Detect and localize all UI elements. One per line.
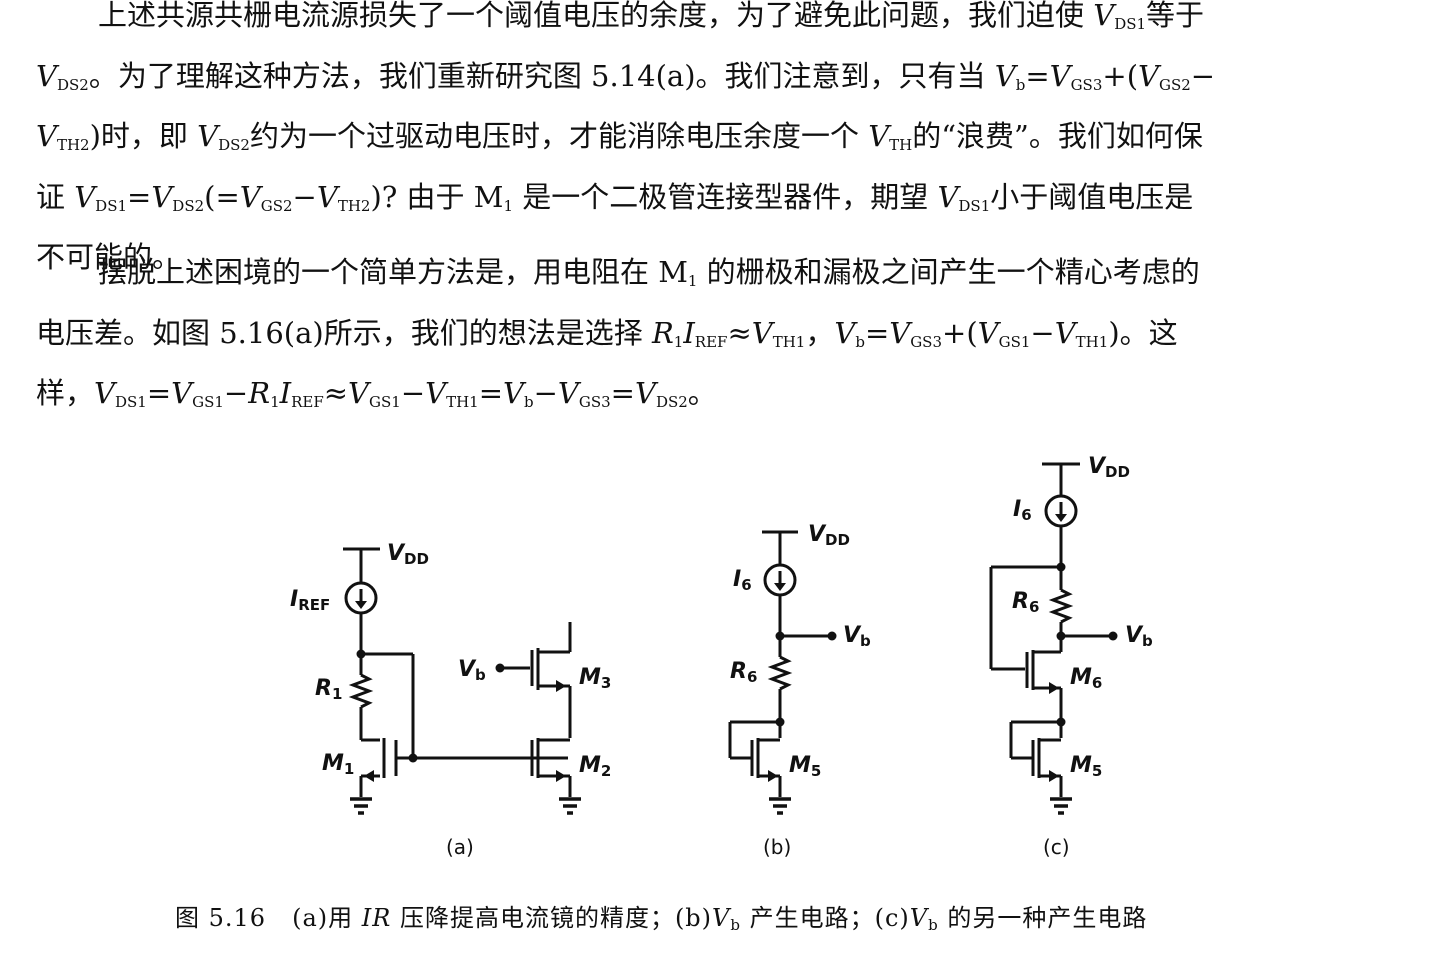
paragraph-1: 上述共源共栅电流源损失了一个阈值电压的余度，为了避免此问题，我们迫使 VDS1等…: [36, 0, 1426, 284]
label-a-m1: M1: [322, 751, 354, 778]
text-line: 证 VDS1=VDS2(=VGS2−VTH2)? 由于 M1 是一个二极管连接型…: [36, 179, 1194, 215]
resistor-r6-icon: [1048, 588, 1074, 624]
label-a-vb: Vb: [458, 657, 486, 684]
current-source-i6-icon: [1044, 494, 1078, 528]
label-c-r6: R6: [1012, 589, 1039, 616]
label-a-m3: M3: [579, 665, 611, 692]
label-c-i6: I6: [1013, 497, 1032, 524]
circuit-c: [989, 462, 1113, 815]
label-b-i6: I6: [733, 567, 752, 594]
caption-text: (a)用 IR 压降提高电流镜的精度；(b)Vb 产生电路；(c)Vb 的另一种…: [292, 904, 1148, 934]
text-line: 摆脱上述困境的一个简单方法是，用电阻在 M1 的栅极和漏极之间产生一个精心考虑的: [98, 255, 1200, 290]
circuit-a: [343, 547, 583, 815]
current-source-iref-icon: [344, 581, 378, 615]
label-c-vb: Vb: [1125, 623, 1153, 650]
text-line: VTH2)时，即 VDS2约为一个过驱动电压时，才能消除电压余度一个 VTH的“…: [36, 119, 1203, 154]
text-line: 不可能的。: [36, 240, 182, 274]
label-b-vdd: VDD: [808, 522, 850, 549]
label-b-r6: R6: [730, 659, 757, 686]
label-c-m6: M6: [1070, 665, 1102, 692]
label-c-vdd: VDD: [1088, 454, 1130, 481]
circuit-b: [728, 530, 832, 815]
paragraph-2: 摆脱上述困境的一个简单方法是，用电阻在 M1 的栅极和漏极之间产生一个精心考虑的…: [36, 247, 1426, 429]
label-a-vdd: VDD: [387, 541, 429, 568]
text-line: VDS2。为了理解这种方法，我们重新研究图 5.14(a)。我们注意到，只有当 …: [36, 58, 1216, 94]
label-a-m2: M2: [579, 753, 611, 780]
text-line: 上述共源共栅电流源损失了一个阈值电压的余度，为了避免此问题，我们迫使 VDS1等…: [98, 0, 1205, 33]
resistor-r6-icon: [767, 655, 793, 691]
text-line: 电压差。如图 5.16(a)所示，我们的想法是选择 R1IREF≈VTH1，Vb…: [36, 315, 1178, 351]
label-a-r1: R1: [315, 676, 342, 703]
sublabel-c: (c): [1043, 835, 1070, 859]
figure-caption: 图 5.16 (a)用 IR 压降提高电流镜的精度；(b)Vb 产生电路；(c)V…: [175, 898, 1147, 934]
label-b-m5: M5: [789, 753, 821, 780]
sublabel-b: (b): [763, 835, 791, 859]
sublabel-a: (a): [446, 835, 474, 859]
label-a-iref: IREF: [290, 587, 330, 614]
resistor-r1-icon: [348, 673, 374, 709]
current-source-i6-icon: [763, 563, 797, 597]
text-line: 样，VDS1=VGS1−R1IREF≈VGS1−VTH1=Vb−VGS3=VDS…: [36, 376, 717, 411]
figure-5-16: VDD IREF R1 Vb M3 M1 M2 (a) VDD I6 Vb R6…: [290, 454, 1153, 859]
caption-number: 图 5.16: [175, 904, 267, 932]
label-c-m5: M5: [1070, 753, 1102, 780]
label-b-vb: Vb: [843, 623, 871, 650]
